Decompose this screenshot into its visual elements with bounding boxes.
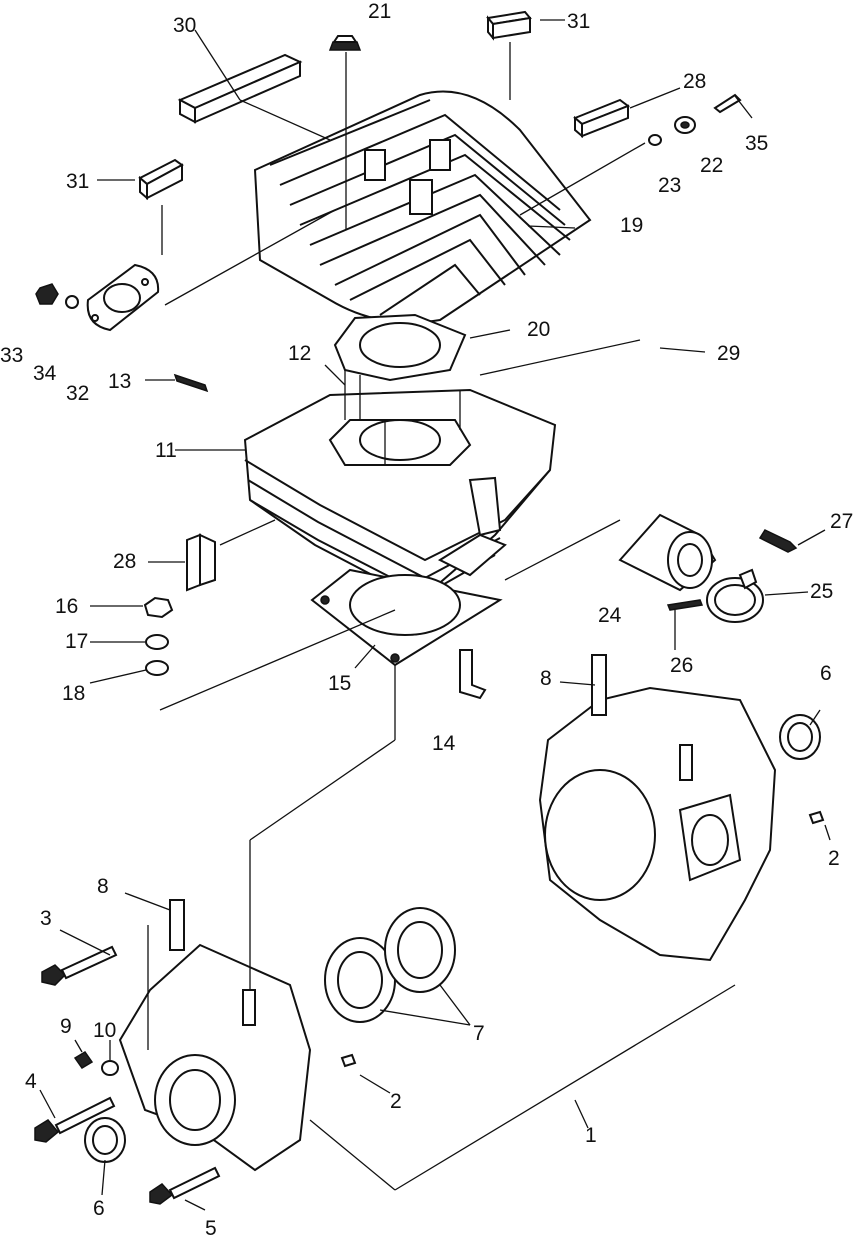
callout-32: 32	[66, 382, 89, 405]
callout-9: 9	[60, 1015, 72, 1038]
callout-31-left: 31	[66, 170, 89, 193]
screw-9-washer-10	[73, 1050, 119, 1076]
cylinder-11	[243, 370, 557, 602]
callout-26: 26	[670, 654, 693, 677]
rubber-strip-30	[177, 53, 331, 141]
callout-10: 10	[93, 1019, 116, 1042]
callout-5: 5	[205, 1217, 217, 1239]
callout-34: 34	[33, 362, 57, 385]
callout-8-left: 8	[97, 875, 109, 898]
callout-35: 35	[745, 132, 768, 155]
callout-19: 19	[620, 214, 643, 237]
callout-22: 22	[700, 154, 723, 177]
callout-6-left: 6	[93, 1197, 105, 1220]
leader-lines	[39, 29, 831, 1211]
damper-block-28-left	[148, 533, 216, 592]
base-gasket-15	[310, 568, 503, 667]
nut-16-washers-17-18	[89, 596, 174, 684]
callout-8-right: 8	[540, 667, 552, 690]
callout-11: 11	[155, 439, 177, 462]
callout-30: 30	[173, 14, 196, 37]
callout-27: 27	[830, 510, 853, 533]
callout-15: 15	[328, 672, 351, 695]
bolt-3	[41, 945, 118, 986]
oil-seal-6-left	[84, 1117, 126, 1163]
intake-adapter-24	[618, 513, 717, 592]
callout-33: 33	[0, 344, 23, 367]
callout-1: 1	[585, 1124, 597, 1147]
oil-seal-6-right	[779, 714, 821, 760]
callout-13: 13	[108, 370, 131, 393]
callout-4: 4	[25, 1070, 37, 1093]
callout-17: 17	[65, 630, 88, 653]
damper-block-28-top	[573, 87, 681, 139]
clamp-25	[706, 568, 809, 623]
fitting-14	[459, 649, 487, 700]
fitting-22-23-35	[519, 93, 753, 216]
bolt-4	[34, 1096, 116, 1143]
callout-6-right: 6	[820, 662, 832, 685]
bolt-5	[149, 1166, 221, 1205]
bearings-7	[324, 907, 471, 1026]
callout-28-top: 28	[683, 70, 706, 93]
callout-24: 24	[598, 604, 622, 627]
callout-3: 3	[40, 907, 52, 930]
callout-7: 7	[473, 1022, 485, 1045]
callout-25: 25	[810, 580, 833, 603]
callout-2-left: 2	[390, 1090, 402, 1113]
callout-18: 18	[62, 682, 85, 705]
callout-2-right: 2	[828, 847, 840, 870]
cylinder-head	[253, 90, 592, 324]
callout-12: 12	[288, 342, 311, 365]
damper-block-31-left	[97, 158, 184, 255]
callout-28-left: 28	[113, 550, 136, 573]
callout-23: 23	[658, 174, 681, 197]
dowel-2-right	[808, 810, 825, 825]
head-gasket-20	[333, 313, 511, 382]
callout-21: 21	[368, 0, 391, 23]
nut-21	[328, 35, 362, 230]
damper-block-31-top	[486, 10, 565, 100]
callout-14: 14	[432, 732, 456, 755]
screw-27	[758, 529, 826, 553]
callout-29: 29	[717, 342, 740, 365]
callout-16: 16	[55, 595, 78, 618]
callout-31-top: 31	[567, 10, 590, 33]
crankcase-right-half	[538, 654, 777, 962]
stud-13	[145, 373, 209, 393]
screw-26	[666, 599, 704, 650]
exhaust-flange-32	[35, 209, 336, 332]
crankcase-left-half	[118, 899, 312, 1172]
callout-20: 20	[527, 318, 550, 341]
dowel-2-left	[340, 1053, 357, 1068]
